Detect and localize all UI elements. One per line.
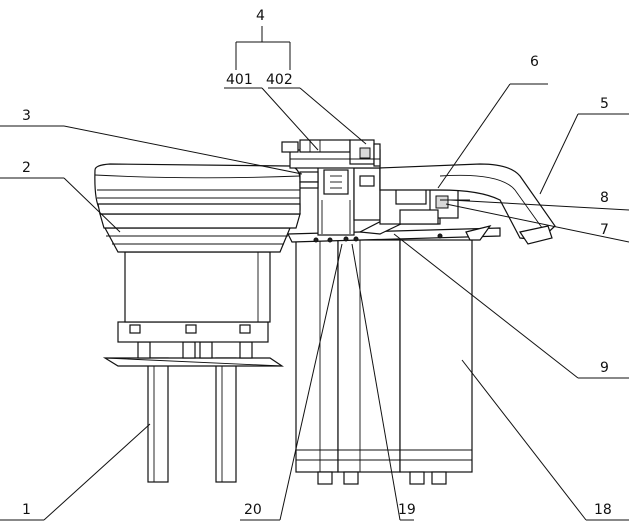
vibratory-bowl — [95, 164, 300, 322]
label-401: 401 — [226, 72, 253, 88]
label-402: 402 — [266, 72, 293, 88]
label-3: 3 — [22, 108, 31, 124]
label-19: 19 — [398, 502, 416, 518]
label-2: 2 — [22, 160, 31, 176]
label-20: 20 — [244, 502, 262, 518]
label-6: 6 — [530, 54, 539, 70]
support-frame — [105, 322, 282, 482]
collection-bins — [296, 240, 472, 484]
label-4: 4 — [256, 8, 265, 24]
label-1: 1 — [22, 502, 31, 518]
label-5: 5 — [600, 96, 609, 112]
label-7: 7 — [600, 222, 609, 238]
label-18: 18 — [594, 502, 612, 518]
label-9: 9 — [600, 360, 609, 376]
label-8: 8 — [600, 190, 609, 206]
cylinder-actuator — [282, 140, 380, 168]
center-bracket — [300, 165, 380, 235]
